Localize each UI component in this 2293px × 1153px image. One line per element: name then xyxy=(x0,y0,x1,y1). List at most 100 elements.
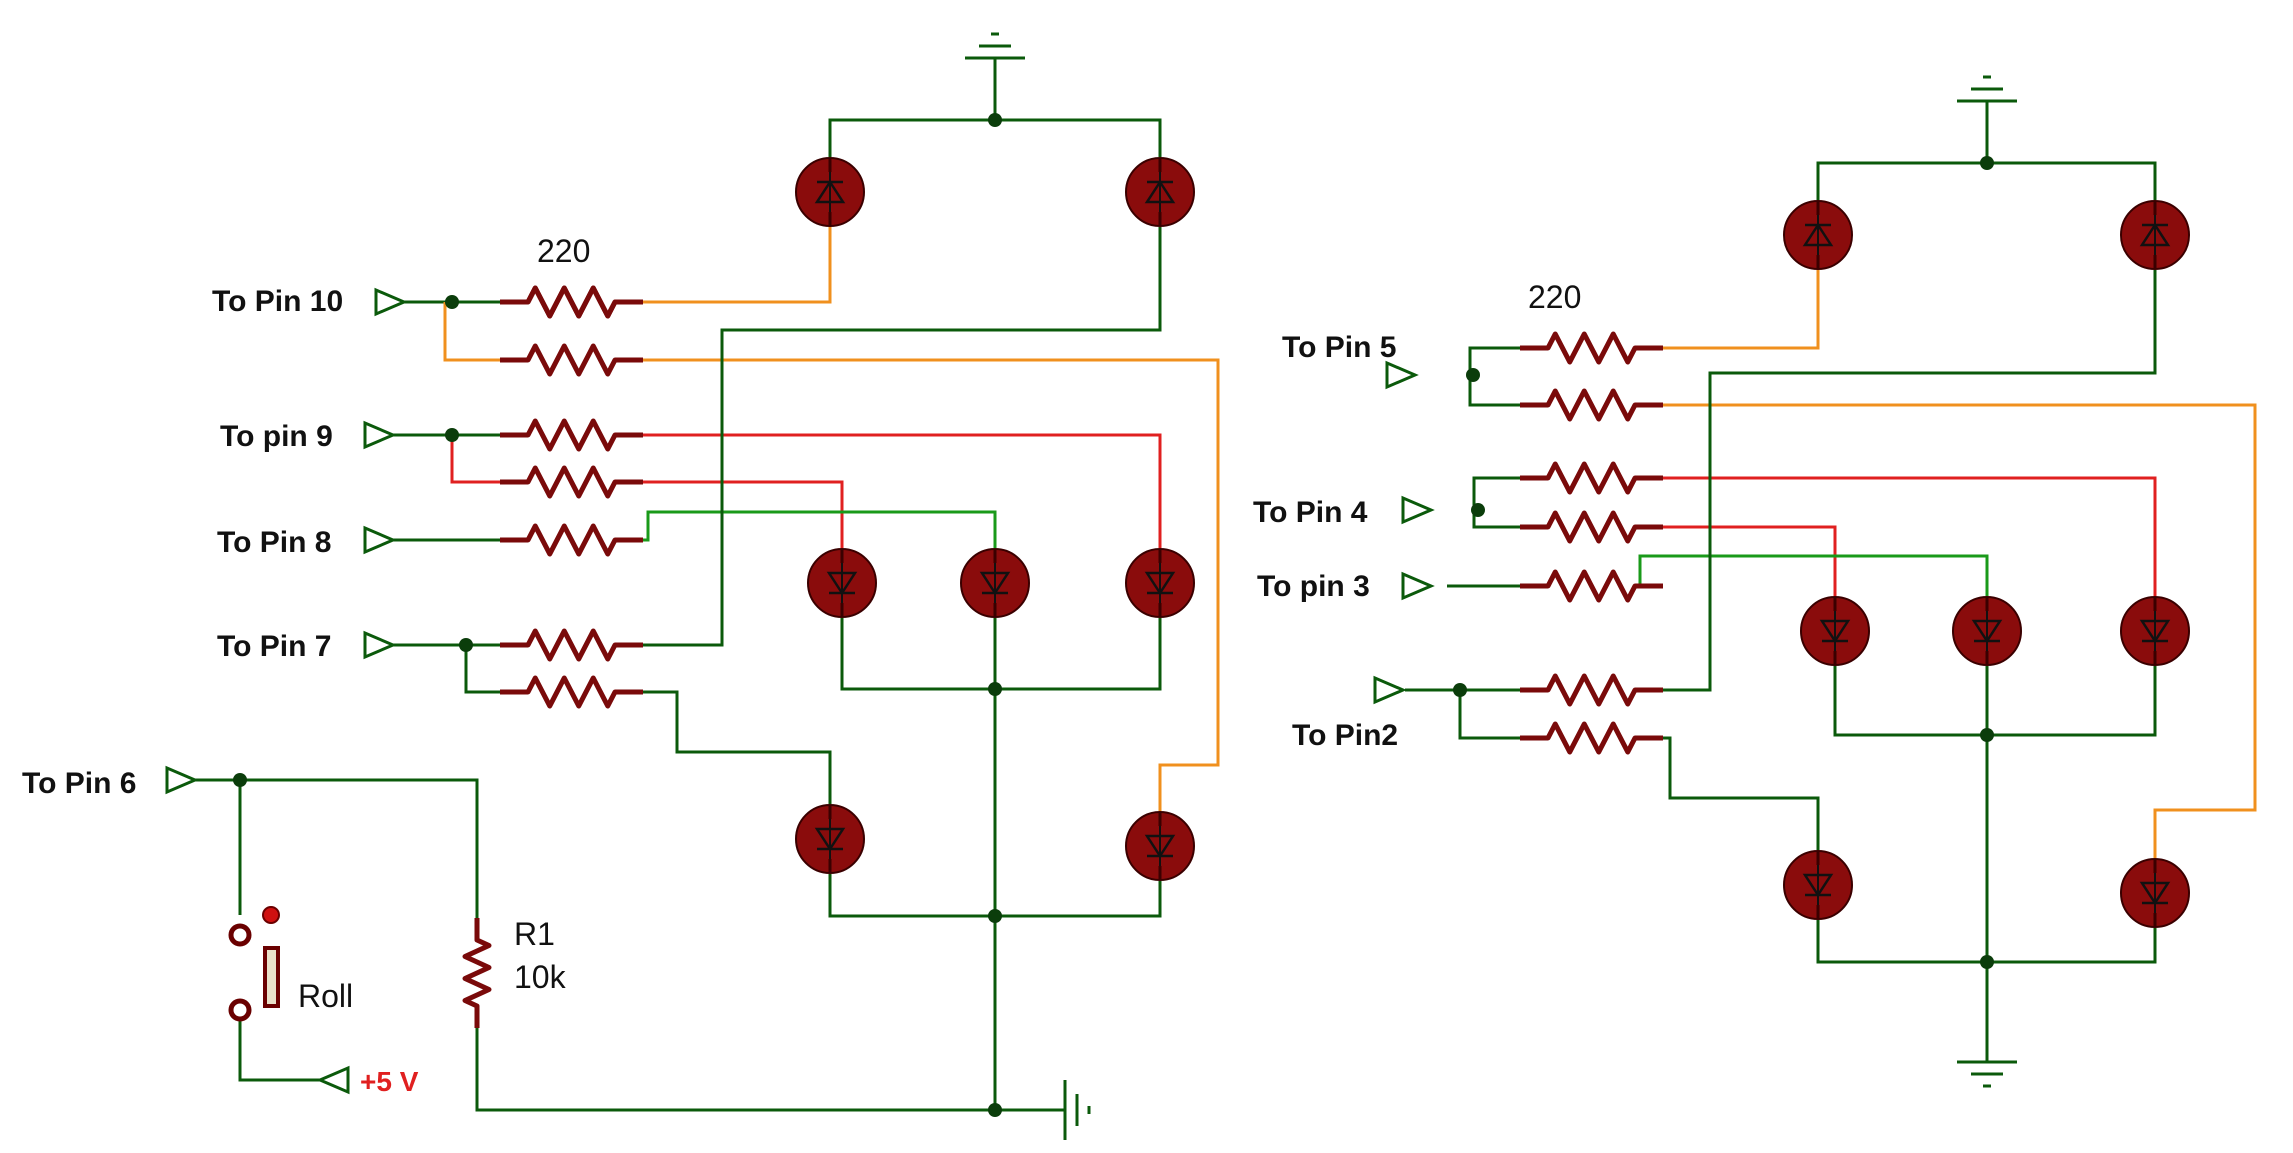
wire xyxy=(643,433,1162,548)
resistor xyxy=(500,523,643,557)
pin-terminal xyxy=(1385,360,1419,390)
led xyxy=(1125,548,1195,618)
led xyxy=(2120,596,2190,666)
wire xyxy=(643,690,832,804)
pin-terminals xyxy=(165,287,1435,1095)
junction-dot xyxy=(1980,156,1994,170)
wire xyxy=(1663,736,1820,850)
supply-terminal xyxy=(316,1065,350,1095)
wire xyxy=(1663,525,1837,596)
pin-terminal xyxy=(363,630,397,660)
wire xyxy=(464,645,500,694)
pin-terminal xyxy=(363,420,397,450)
resistor xyxy=(1520,569,1663,603)
junction-dot xyxy=(988,682,1002,696)
wire xyxy=(195,778,479,918)
wire xyxy=(450,435,500,484)
ground-symbol xyxy=(1957,75,2017,163)
wire xyxy=(1468,375,1520,407)
resistor xyxy=(1520,331,1663,365)
led xyxy=(2120,200,2190,270)
led xyxy=(2120,858,2190,928)
switch-label: Roll xyxy=(298,978,353,1014)
label-pin4: To Pin 4 xyxy=(1253,496,1368,529)
wire xyxy=(840,618,1162,691)
label-pin10: To Pin 10 xyxy=(212,285,343,318)
pin-terminal xyxy=(165,765,199,795)
leds xyxy=(795,157,2190,928)
switch-contact xyxy=(228,923,252,947)
led xyxy=(807,548,877,618)
wire xyxy=(1638,554,1989,596)
led xyxy=(1952,596,2022,666)
ground-symbol xyxy=(965,32,1025,120)
pin-terminal xyxy=(1373,675,1407,705)
ground-symbols xyxy=(965,32,2017,1140)
resistor xyxy=(500,675,643,709)
wire xyxy=(1663,270,1820,350)
resistor xyxy=(500,285,643,319)
resistor xyxy=(500,465,643,499)
wire xyxy=(1833,666,2157,737)
led xyxy=(960,548,1030,618)
wire xyxy=(643,227,1162,647)
resistor xyxy=(1520,461,1663,495)
r1-value: 10k xyxy=(514,959,567,995)
junction-dot xyxy=(459,638,473,652)
ground-symbol xyxy=(995,1080,1091,1140)
junction-dot xyxy=(445,295,459,309)
label-pin2: To Pin2 xyxy=(1292,719,1398,752)
pin-terminal xyxy=(1401,571,1435,601)
wire xyxy=(1663,403,2257,858)
label-pin7: To Pin 7 xyxy=(217,630,331,663)
junction-dot xyxy=(1453,683,1467,697)
resistor xyxy=(1520,673,1663,707)
wire xyxy=(443,302,500,362)
resistor xyxy=(1520,388,1663,422)
resistors xyxy=(462,285,1663,1028)
wire xyxy=(475,1028,995,1112)
pin-terminal xyxy=(374,287,408,317)
junction-dot xyxy=(1980,728,1994,742)
wire xyxy=(643,480,844,548)
junction-dot xyxy=(1471,503,1485,517)
junctions xyxy=(233,113,1994,1117)
label-pin6: To Pin 6 xyxy=(22,767,136,800)
roll-pushbutton xyxy=(228,906,280,1022)
junction-dot xyxy=(988,1103,1002,1117)
labels: To Pin 10 To pin 9 To Pin 8 To Pin 7 To … xyxy=(22,233,1581,1097)
pin-terminal xyxy=(363,525,397,555)
junction-dot xyxy=(988,909,1002,923)
wire xyxy=(643,358,1220,811)
label-pin5: To Pin 5 xyxy=(1282,331,1396,364)
wire xyxy=(1663,270,2157,692)
led xyxy=(795,157,865,227)
led xyxy=(1783,200,1853,270)
wire xyxy=(643,227,832,304)
ground-symbol xyxy=(1957,1000,2017,1088)
wire xyxy=(1458,690,1520,740)
label-pin8: To Pin 8 xyxy=(217,526,331,559)
resistor-value-left: 220 xyxy=(537,233,590,269)
resistor xyxy=(1520,510,1663,544)
wires xyxy=(195,118,2257,1112)
junction-dot xyxy=(988,113,1002,127)
label-pin3: To pin 3 xyxy=(1257,570,1370,603)
junction-dot xyxy=(233,773,247,787)
resistor xyxy=(500,343,643,377)
label-pin9: To pin 9 xyxy=(220,420,333,453)
resistor xyxy=(500,418,643,452)
wire xyxy=(1663,476,2157,596)
resistor-r1 xyxy=(462,918,492,1028)
pin-terminal xyxy=(1401,495,1435,525)
junction-dot xyxy=(1466,368,1480,382)
switch-contact xyxy=(228,998,252,1022)
switch-indicator xyxy=(262,906,280,924)
resistor-value-right: 220 xyxy=(1528,279,1581,315)
wire xyxy=(643,510,997,548)
junction-dot xyxy=(1980,955,1994,969)
led xyxy=(1783,850,1853,920)
led xyxy=(795,804,865,874)
switch-plunger xyxy=(263,946,280,1008)
